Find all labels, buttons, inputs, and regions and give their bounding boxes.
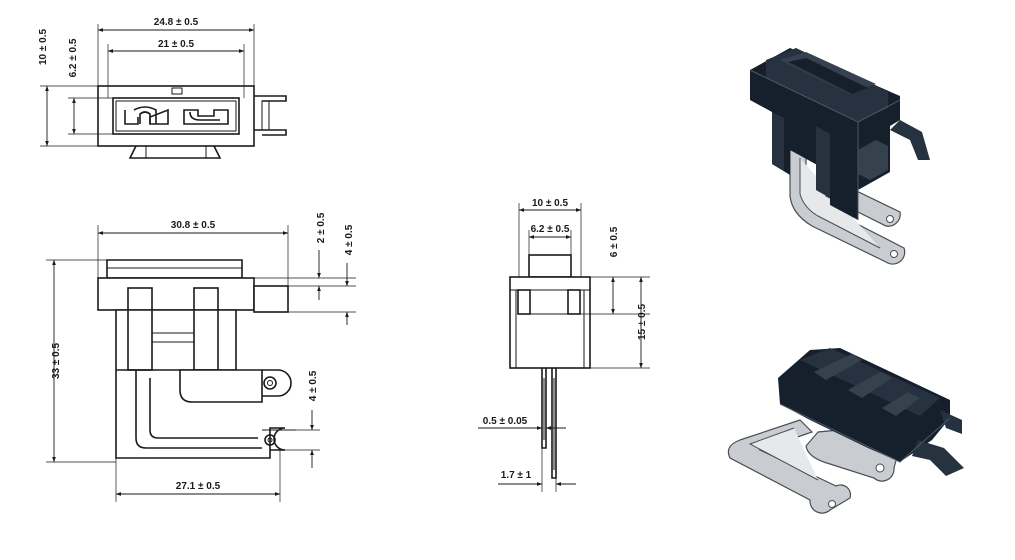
side-view-pin-left [541, 368, 547, 449]
front-view-side-tab [253, 285, 289, 313]
dim-side-inner-width: 6.2 ± 0.5 [531, 224, 570, 235]
dim-front-height: 33 ± 0.5 [51, 343, 62, 380]
side-view-cap [528, 254, 572, 278]
dim-side-top: 6 ± 0.5 [609, 226, 620, 257]
top-view-housing [97, 85, 255, 147]
dim-front-width: 30.8 ± 0.5 [171, 220, 216, 231]
render-lower [727, 348, 964, 514]
front-view-cap [106, 259, 243, 279]
dim-front-tab: 4 ± 0.5 [344, 224, 355, 255]
dim-side-body: 15 ± 0.5 [637, 304, 648, 341]
front-view: 30.8 ± 0.5 2 ± 0.5 4 ± 0.5 33 ± 0.5 4 ± … [46, 212, 356, 502]
side-view: 10 ± 0.5 6.2 ± 0.5 6 ± 0.5 15 ± 0.5 0.5 … [478, 198, 650, 492]
side-view-body [509, 276, 591, 369]
dim-top-inner-width: 21 ± 0.5 [158, 39, 195, 50]
dim-side-pin-spacing: 1.7 ± 1 [501, 470, 532, 481]
top-view-socket [112, 97, 240, 135]
front-view-body [97, 277, 255, 311]
front-view-hole-lower [264, 434, 276, 446]
dim-front-step: 2 ± 0.5 [316, 212, 327, 243]
top-view-contact-right [183, 109, 229, 125]
front-view-terminal-inner [179, 369, 263, 403]
top-view-pin-lower [254, 129, 287, 136]
side-view-pin-right [551, 368, 557, 479]
front-view-terminal-outer [115, 370, 286, 459]
dim-front-bottom-width: 27.1 ± 0.5 [176, 481, 221, 492]
dim-top-overall-width: 24.8 ± 0.5 [154, 17, 199, 28]
render-upper [749, 48, 930, 265]
top-view-mount-base [128, 145, 222, 159]
front-view-hole-upper [263, 376, 277, 390]
dim-side-pin-thickness: 0.5 ± 0.05 [483, 416, 528, 427]
dim-side-width: 10 ± 0.5 [532, 198, 569, 209]
top-view: 24.8 ± 0.5 21 ± 0.5 10 ± 0.5 6.2 ± 0.5 [38, 17, 287, 159]
top-view-pin-upper [254, 95, 287, 102]
dim-top-inner-height: 6.2 ± 0.5 [68, 38, 79, 77]
dim-top-height: 10 ± 0.5 [38, 29, 49, 66]
dim-front-pin-pitch: 4 ± 0.5 [308, 370, 319, 401]
